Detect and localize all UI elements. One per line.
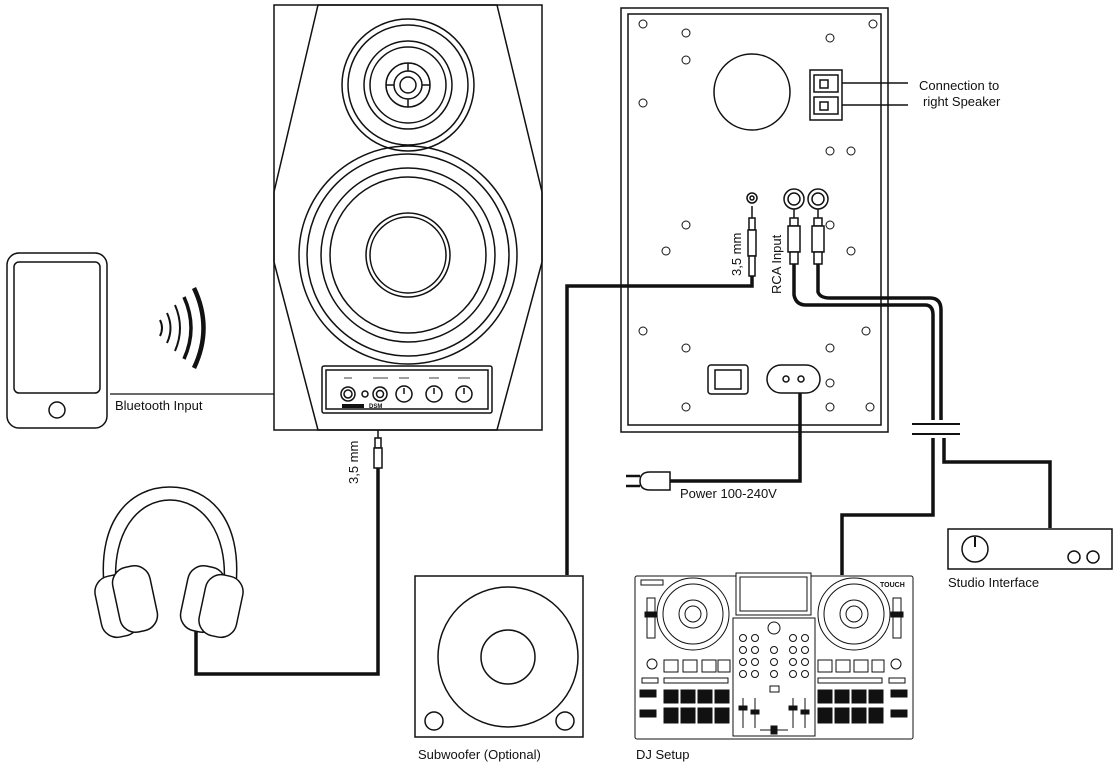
headphones [94, 486, 244, 639]
subwoofer-label: Subwoofer (Optional) [418, 747, 541, 762]
bluetooth-input-label: Bluetooth Input [115, 398, 203, 413]
studio-interface-label: Studio Interface [948, 575, 1040, 590]
dj-setup-label: DJ Setup [636, 747, 690, 762]
jack-plug-front [373, 430, 383, 469]
jack-back-label: 3,5 mm [729, 232, 744, 276]
connection-label-line2: right Speaker [923, 94, 1001, 109]
rca-cables [792, 264, 1052, 575]
dj-controller: TOUCH [634, 572, 914, 740]
front-speaker [273, 4, 543, 431]
connection-label-line1: Connection to [919, 78, 1000, 93]
headphone-cable [194, 468, 380, 676]
power-label: Power 100-240V [680, 486, 777, 501]
power-plug [626, 393, 802, 491]
subwoofer-cable [565, 276, 754, 575]
jack-front-label: 3,5 mm [346, 440, 361, 484]
speaker-brand: DSM [369, 404, 382, 410]
subwoofer [414, 575, 584, 738]
rca-input-label: RCA Input [769, 234, 784, 294]
jack-plug-rear [747, 206, 757, 277]
studio-interface [947, 528, 1113, 570]
controller-brand: TOUCH [880, 582, 905, 589]
bluetooth-signal-icon [159, 287, 206, 369]
smartphone [6, 252, 108, 429]
